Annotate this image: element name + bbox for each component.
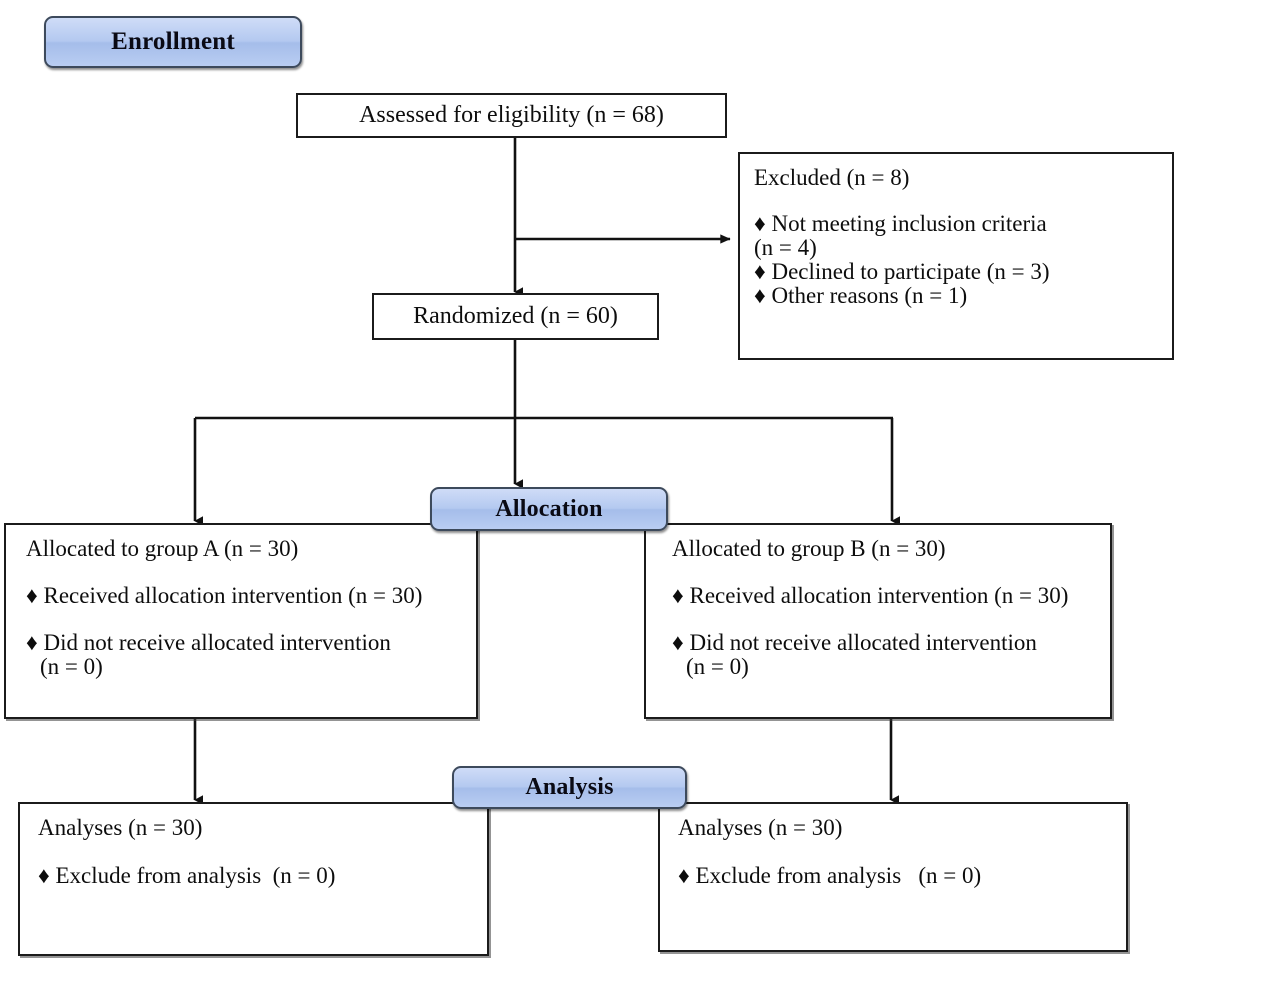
spacer — [672, 561, 1102, 584]
excluded-heading: Excluded (n = 8) — [754, 165, 910, 190]
excluded-item-declined: ♦ Declined to participate (n = 3) — [754, 258, 1050, 284]
allocation-a-item-received: ♦ Received allocation intervention (n = … — [26, 583, 423, 608]
analysis-a-item-excluded: ♦ Exclude from analysis (n = 0) — [38, 863, 336, 888]
randomized-text: Randomized (n = 60) — [413, 303, 618, 330]
box-excluded: Excluded (n = 8) ♦ Not meeting inclusion… — [738, 152, 1174, 360]
box-randomized: Randomized (n = 60) — [372, 293, 659, 340]
assessed-text: Assessed for eligibility (n = 68) — [359, 102, 664, 129]
excluded-item-other-reasons: ♦ Other reasons (n = 1) — [754, 282, 968, 308]
box-analysis-group-b: Analyses (n = 30) ♦ Exclude from analysi… — [658, 802, 1128, 952]
stage-label-enrollment: Enrollment — [111, 28, 235, 55]
stage-banner-allocation: Allocation — [430, 487, 668, 531]
allocation-b-item-not-received-count: (n = 0) — [686, 653, 749, 679]
allocation-a-item-not-received: ♦ Did not receive allocated intervention — [26, 629, 391, 655]
stage-banner-enrollment: Enrollment — [44, 16, 302, 68]
excluded-item-not-meeting-criteria: ♦ Not meeting inclusion criteria — [754, 211, 1047, 236]
allocation-b-item-received: ♦ Received allocation intervention (n = … — [672, 583, 1069, 608]
stage-banner-analysis: Analysis — [452, 766, 687, 809]
spacer — [754, 190, 1166, 212]
spacer — [678, 840, 1118, 864]
excluded-item-not-meeting-criteria-count: (n = 4) — [754, 234, 817, 260]
spacer — [26, 608, 468, 631]
allocation-b-item-not-received: ♦ Did not receive allocated intervention — [672, 629, 1037, 655]
analysis-b-heading: Analyses (n = 30) — [678, 815, 843, 840]
allocation-a-heading: Allocated to group A (n = 30) — [26, 536, 299, 561]
spacer — [38, 840, 479, 864]
stage-label-allocation: Allocation — [495, 495, 603, 522]
spacer — [672, 608, 1102, 631]
box-allocation-group-b: Allocated to group B (n = 30) ♦ Received… — [644, 523, 1112, 719]
allocation-a-item-not-received-count: (n = 0) — [40, 653, 103, 679]
allocation-b-heading: Allocated to group B (n = 30) — [672, 536, 946, 561]
box-allocation-group-a: Allocated to group A (n = 30) ♦ Received… — [4, 523, 478, 719]
analysis-b-item-excluded: ♦ Exclude from analysis (n = 0) — [678, 863, 982, 888]
box-analysis-group-a: Analyses (n = 30) ♦ Exclude from analysi… — [18, 802, 489, 956]
spacer — [26, 561, 468, 584]
analysis-a-heading: Analyses (n = 30) — [38, 815, 203, 840]
box-assessed-for-eligibility: Assessed for eligibility (n = 68) — [296, 93, 727, 138]
stage-label-analysis: Analysis — [525, 774, 614, 800]
